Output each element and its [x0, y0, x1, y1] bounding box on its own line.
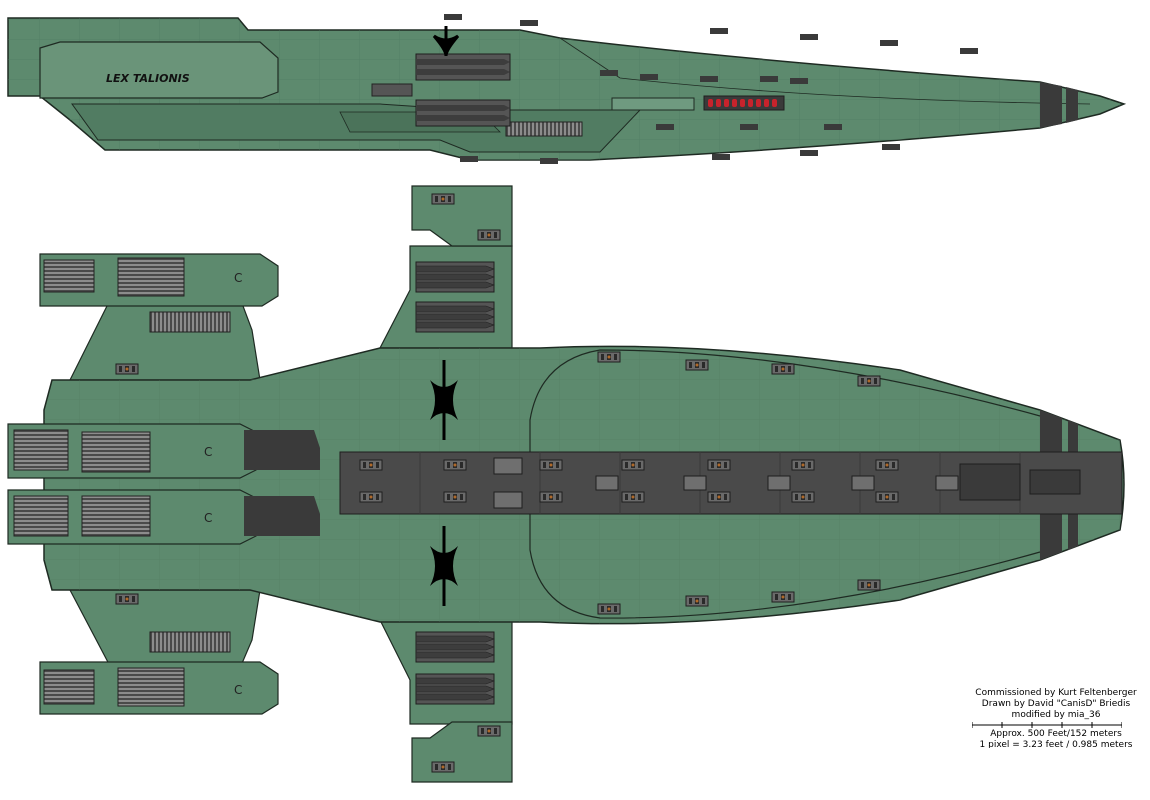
nacelle-top-inner: C	[7, 423, 320, 479]
credit-scale: 1 pixel = 3.23 feet / 0.985 meters	[979, 740, 1133, 748]
nacelle-bottom-inner: C	[7, 489, 320, 545]
wing-lower	[69, 589, 261, 669]
emblem-upper-icon	[430, 360, 458, 440]
svg-text:C: C	[234, 683, 242, 697]
svg-text:C: C	[234, 271, 242, 285]
side-turrets	[444, 14, 978, 164]
emblem-icon	[432, 26, 460, 57]
top-view: C C C C	[7, 185, 1125, 783]
ship-name-label: LEX TALIONIS	[106, 72, 190, 85]
credit-drawn: Drawn by David "CanisD" Briedis	[981, 699, 1131, 709]
svg-text:C: C	[204, 445, 212, 459]
credit-size: Approx. 500 Feet/152 meters	[990, 729, 1122, 739]
nacelle-top-outer: C	[39, 253, 279, 333]
pylon-upper	[379, 245, 513, 349]
side-missile-rack-lower	[415, 99, 511, 127]
side-view: LEX TALIONIS	[7, 14, 1127, 164]
credit-commissioned: Commissioned by Kurt Feltenberger	[975, 688, 1137, 698]
credit-modified: modified by mia_36	[1011, 710, 1101, 720]
scale-bar	[972, 722, 1140, 728]
emblem-lower-icon	[430, 526, 458, 606]
svg-text:C: C	[204, 511, 212, 525]
credits-block: Commissioned by Kurt Feltenberger Drawn …	[968, 688, 1144, 748]
wing-upper	[69, 297, 261, 381]
side-missile-rack-upper	[415, 53, 511, 81]
nacelle-bottom-outer: C	[39, 631, 279, 715]
